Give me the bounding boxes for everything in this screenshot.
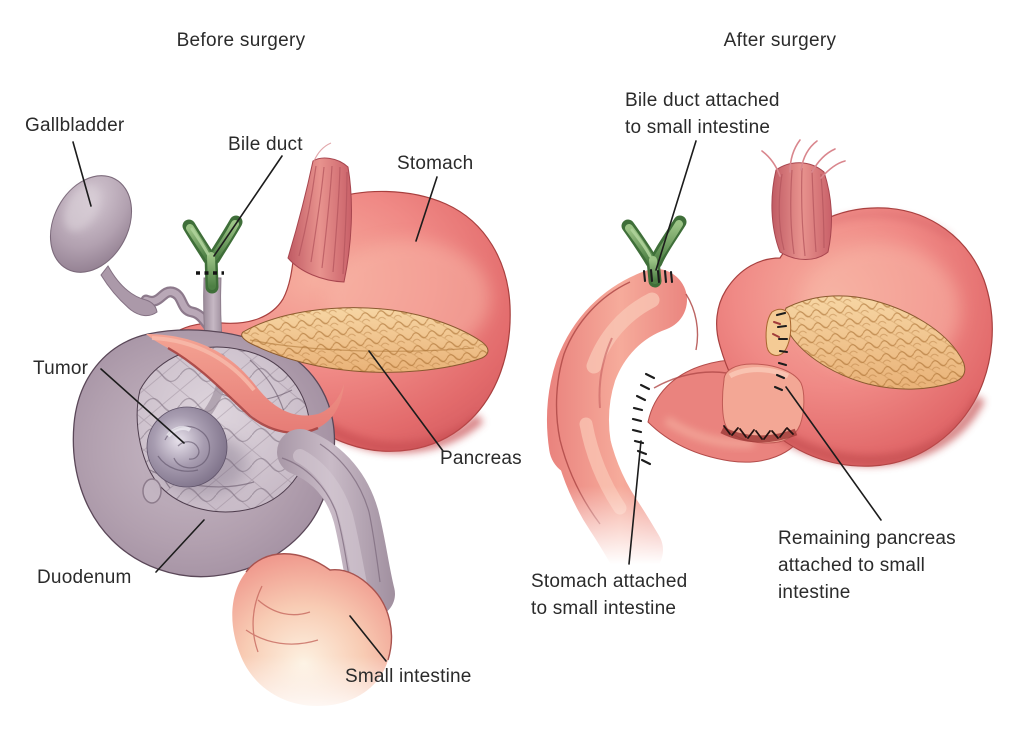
label-bile-duct-attached-2: to small intestine — [625, 117, 770, 138]
bile-duct-branches — [182, 215, 243, 294]
esophagus-frayed-strands — [761, 139, 846, 179]
minor-papilla — [142, 478, 162, 504]
esophagus — [287, 157, 352, 283]
label-tumor: Tumor — [33, 358, 89, 379]
after-panel: After surgery Bile duct attached to smal… — [531, 30, 993, 619]
label-pancreas: Pancreas — [440, 448, 522, 469]
label-bile-duct: Bile duct — [228, 134, 303, 155]
label-stomach: Stomach — [397, 153, 473, 174]
duodenum-descending — [277, 429, 395, 617]
pointer-stomach-attached — [628, 440, 642, 565]
label-duodenum: Duodenum — [37, 567, 132, 588]
after-pointer-lines — [628, 140, 882, 565]
label-bile-duct-attached-1: Bile duct attached — [625, 90, 780, 111]
pointer-duodenum — [155, 519, 205, 573]
label-remaining-pancreas-3: intestine — [778, 582, 851, 603]
pointer-tumor — [100, 368, 185, 444]
pointer-gallbladder — [72, 141, 92, 207]
pancreas — [241, 307, 489, 373]
cystic-duct — [140, 286, 218, 336]
esophagus-stub — [761, 139, 846, 260]
pointer-remaining-pancreas — [785, 386, 882, 521]
pointer-bile-duct-attached — [655, 140, 697, 271]
suture-flap — [723, 425, 794, 440]
small-intestine — [218, 553, 414, 728]
pointer-bile-duct — [213, 155, 283, 257]
after-title: After surgery — [724, 30, 837, 51]
label-remaining-pancreas-2: attached to small — [778, 555, 925, 576]
label-remaining-pancreas-1: Remaining pancreas — [778, 528, 956, 549]
pointer-stomach — [415, 176, 438, 242]
before-pointer-lines — [72, 141, 444, 662]
pointer-pancreas — [368, 350, 444, 452]
bile-duct-after — [621, 215, 687, 288]
suture-bile-duct — [642, 268, 674, 284]
pancreas-remnant — [765, 295, 966, 390]
jejunal-limb — [546, 269, 699, 578]
label-stomach-attached-1: Stomach attached — [531, 571, 687, 592]
before-title: Before surgery — [177, 30, 306, 51]
label-stomach-attached-2: to small intestine — [531, 598, 676, 619]
pancreatojejunostomy-flap — [720, 363, 805, 444]
suture-stomach — [631, 372, 656, 466]
esophagus-striations — [298, 142, 348, 275]
before-panel: Before surgery Gallbladder Bile duct Sto… — [25, 30, 522, 728]
gallbladder — [49, 175, 158, 317]
suture-pancreas — [773, 311, 789, 392]
pointer-small-intestine — [349, 615, 387, 662]
label-gallbladder: Gallbladder — [25, 115, 125, 136]
label-small-intestine: Small intestine — [345, 666, 472, 687]
